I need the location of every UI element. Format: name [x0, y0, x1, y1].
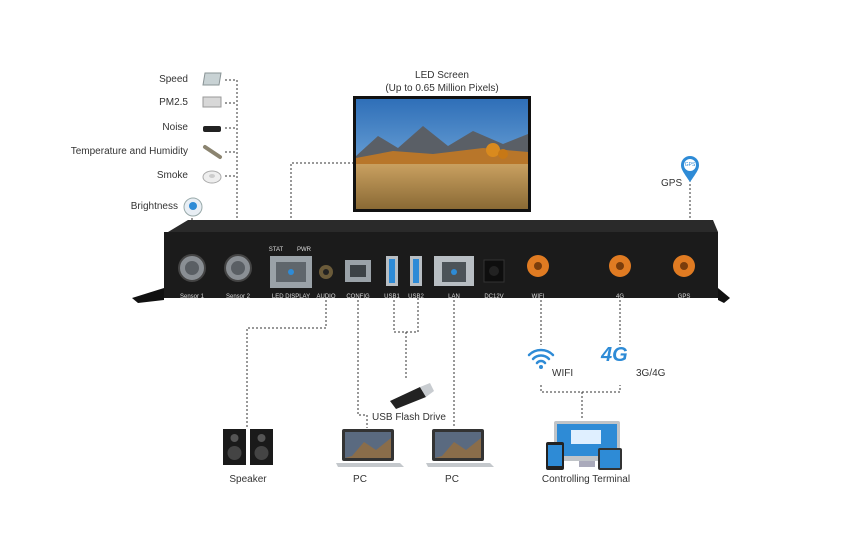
port-label-audio: AUDIO	[316, 294, 336, 300]
port-label-dc12v: DC12V	[484, 294, 504, 300]
port-label-usb2: USB2	[408, 294, 424, 300]
port-label-usb1: USB1	[384, 294, 400, 300]
gps-pin-icon: GPS	[679, 155, 701, 183]
wifi-label: WIFI	[552, 368, 574, 379]
port-label-pwr: PWR	[297, 247, 311, 253]
usb-flash-drive-label: USB Flash Drive	[372, 412, 446, 423]
pc-label-1: PC	[353, 474, 367, 485]
port-label-sensor1: Sensor 1	[179, 294, 204, 300]
pc-laptop-icon-1	[336, 428, 404, 468]
led-screen-subtitle: (Up to 0.65 Million Pixels)	[385, 83, 499, 94]
controlling-terminal-icon	[546, 420, 626, 472]
controlling-terminal-label: Controlling Terminal	[541, 474, 631, 485]
port-label-sensor2: Sensor 2	[225, 294, 250, 300]
sensor-label-pm25: PM2.5	[159, 97, 188, 108]
speaker-label: Speaker	[229, 474, 267, 485]
port-label-4g: 4G	[615, 294, 624, 300]
sensor-label-speed: Speed	[159, 74, 188, 85]
pm25-sensor-icon	[201, 94, 223, 110]
brightness-label: Brightness	[130, 201, 178, 212]
noise-sensor-icon	[201, 122, 223, 134]
pc-laptop-icon-2	[426, 428, 494, 468]
sensor-label-noise: Noise	[162, 122, 188, 133]
smoke-sensor-icon	[201, 167, 223, 185]
gps-label: GPS	[661, 178, 683, 189]
brightness-sensor-icon	[182, 196, 204, 218]
led-screen	[353, 96, 531, 212]
speed-sensor-icon	[201, 71, 223, 87]
temperature-humidity-sensor-icon	[201, 144, 223, 160]
port-label-led-display: LED DISPLAY	[271, 294, 311, 300]
3g4g-label: 3G/4G	[636, 368, 666, 379]
port-label-lan: LAN	[448, 294, 460, 300]
gps-pin-text: GPS	[684, 162, 696, 168]
controller-box: Sensor 1 Sensor 2 STAT PWR LED DISPLAY A…	[128, 218, 733, 310]
usb-flash-drive-icon	[388, 383, 434, 411]
port-label-config: CONFIG	[346, 294, 370, 300]
port-label-wifi: WIFI	[531, 294, 545, 300]
speaker-icon	[222, 428, 274, 466]
sensor-label-temperature-humidity: Temperature and Humidity	[70, 146, 188, 157]
led-screen-title: LED Screen	[415, 70, 469, 81]
sensor-label-smoke: Smoke	[156, 170, 188, 181]
wifi-icon	[526, 345, 556, 371]
port-label-stat: STAT	[268, 247, 284, 253]
port-label-gps: GPS	[677, 294, 691, 300]
pc-label-2: PC	[445, 474, 459, 485]
4g-icon: 4G	[601, 344, 628, 366]
